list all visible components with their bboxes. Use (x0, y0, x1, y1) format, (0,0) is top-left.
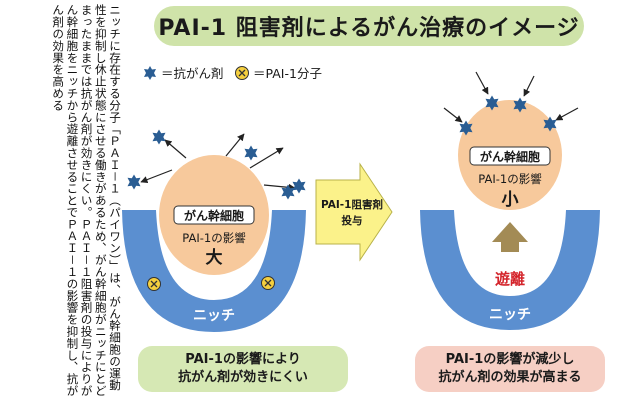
right-caption: PAI-1の影響が減少し 抗がん剤の効果が高まる (415, 346, 605, 392)
left-deflected-drugs (127, 129, 306, 200)
right-niche-label: ニッチ (489, 307, 531, 323)
legend-pai1: ＝PAI-1分子 (234, 63, 322, 82)
left-niche-label: ニッチ (193, 308, 235, 324)
drug-icon (244, 145, 258, 161)
release-arrow-icon (492, 222, 528, 252)
center-arrow-line1: PAI-1阻害剤 (321, 198, 383, 211)
right-caption-line2: 抗がん剤の効果が高まる (438, 370, 582, 385)
drug-icon (292, 178, 306, 194)
left-cell-label-box (173, 205, 255, 225)
center-arrow: PAI-1阻害剤 投与 (315, 162, 393, 262)
left-caption-line2: 抗がん剤が効きにくい (178, 370, 308, 385)
right-cell-label-box (469, 146, 551, 166)
legend-drug-label: ＝抗がん剤 (161, 66, 224, 81)
pai1-molecule (261, 276, 275, 290)
drug-icon (152, 129, 166, 145)
left-effect-size: 大 (206, 247, 223, 268)
legend-pai1-label: ＝PAI-1分子 (253, 66, 322, 81)
pai1-molecule (147, 277, 161, 291)
pai1-molecule-icon (235, 65, 249, 80)
drug-icon (127, 174, 141, 190)
diagram-title: PAI-1 阻害剤によるがん治療のイメージ (154, 6, 584, 46)
right-niche (420, 210, 600, 330)
left-effect-label: PAI-1の影響 (182, 231, 245, 245)
right-cell-label: がん幹細胞 (480, 149, 540, 164)
right-incoming-drugs (443, 71, 579, 136)
left-panel: がん幹細胞 PAI-1の影響 大 ニッチ (122, 129, 306, 332)
right-effect-size: 小 (502, 190, 519, 210)
left-caption-line1: PAI-1の影響により (185, 352, 301, 367)
center-arrow-line2: 投与 (342, 214, 363, 227)
left-caption: PAI-1の影響により 抗がん剤が効きにくい (138, 346, 348, 392)
left-cell-label: がん幹細胞 (184, 208, 244, 223)
release-label: 遊離 (495, 270, 525, 288)
body-text: ニッチに存在する分子「ＰＡＩ－１（パイワン）」は、がん幹細胞の運動性を抑制し休止… (51, 4, 122, 397)
drug-icon (144, 65, 156, 80)
left-pai1-molecules (147, 276, 275, 291)
right-effect-label: PAI-1の影響 (478, 172, 541, 186)
right-panel: がん幹細胞 PAI-1の影響 小 遊離 ニッチ (420, 71, 600, 330)
legend-drug: ＝抗がん剤 (142, 63, 224, 82)
left-niche (122, 210, 306, 332)
inhibitor-arrow-shape (315, 162, 393, 262)
right-caption-line1: PAI-1の影響が減少し (445, 352, 575, 367)
